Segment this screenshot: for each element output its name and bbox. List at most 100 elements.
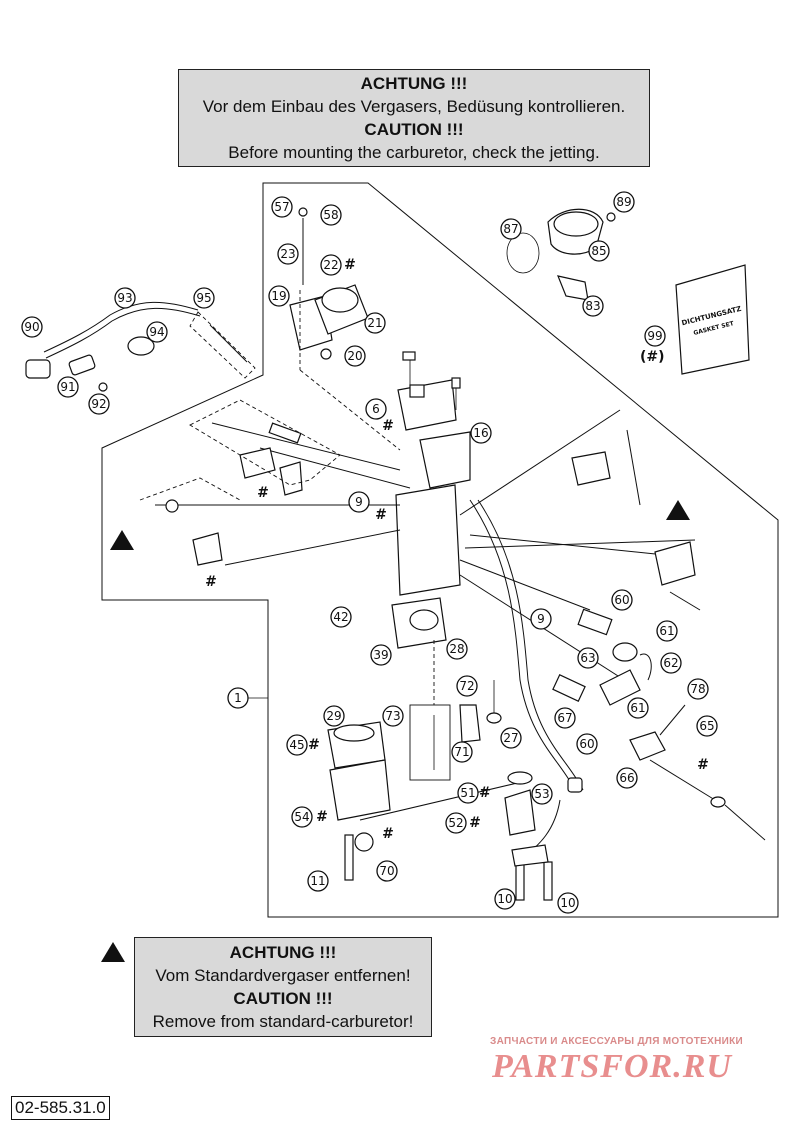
callout-9-upper[interactable]: 9 — [348, 491, 370, 513]
callout-89[interactable]: 89 — [613, 191, 635, 213]
callout-71[interactable]: 71 — [451, 741, 473, 763]
svg-text:85: 85 — [591, 244, 606, 258]
callout-54[interactable]: 54 — [291, 806, 313, 828]
callout-53[interactable]: 53 — [531, 783, 553, 805]
callout-6[interactable]: 6 — [365, 398, 387, 420]
throttle-cable-group — [25, 301, 256, 392]
callout-87[interactable]: 87 — [500, 218, 522, 240]
callout-28[interactable]: 28 — [446, 638, 468, 660]
svg-text:93: 93 — [117, 291, 132, 305]
svg-text:29: 29 — [326, 709, 341, 723]
callout-99[interactable]: 99 — [644, 325, 666, 347]
callout-60-upper[interactable]: 60 — [611, 589, 633, 611]
watermark-logo: PARTSFOR.RU — [492, 1048, 732, 1085]
callout-29[interactable]: 29 — [323, 705, 345, 727]
notice-top-heading-de: ACHTUNG !!! — [360, 74, 468, 93]
hash-marker: # — [697, 757, 709, 773]
assembly-outline — [101, 182, 779, 918]
callout-66[interactable]: 66 — [616, 767, 638, 789]
callout-73[interactable]: 73 — [382, 705, 404, 727]
svg-text:70: 70 — [379, 864, 394, 878]
callout-61-upper[interactable]: 61 — [656, 620, 678, 642]
callout-91[interactable]: 91 — [57, 376, 79, 398]
svg-text:65: 65 — [699, 719, 714, 733]
callout-63[interactable]: 63 — [577, 647, 599, 669]
top-cover-group — [289, 207, 369, 360]
callout-93[interactable]: 93 — [114, 287, 136, 309]
svg-text:10: 10 — [560, 896, 575, 910]
gasket-set-marker: (#) — [640, 349, 665, 365]
callout-83[interactable]: 83 — [582, 295, 604, 317]
callout-92[interactable]: 92 — [88, 393, 110, 415]
callout-62[interactable]: 62 — [660, 652, 682, 674]
callout-21[interactable]: 21 — [364, 312, 386, 334]
svg-text:60: 60 — [614, 593, 629, 607]
callout-20[interactable]: 20 — [344, 345, 366, 367]
callout-60-lower[interactable]: 60 — [576, 733, 598, 755]
svg-text:73: 73 — [385, 709, 400, 723]
svg-text:52: 52 — [448, 816, 463, 830]
warning-triangle-bottom — [101, 942, 125, 962]
callout-94[interactable]: 94 — [146, 321, 168, 343]
callout-10-right[interactable]: 10 — [557, 892, 579, 914]
hash-marker: # — [382, 418, 394, 434]
svg-text:61: 61 — [630, 701, 645, 715]
notice-top-text-de: Vor dem Einbau des Vergasers, Bedüsung k… — [202, 97, 626, 116]
callout-61-lower[interactable]: 61 — [627, 697, 649, 719]
callout-72[interactable]: 72 — [456, 675, 478, 697]
carburetor-body — [391, 351, 471, 649]
callout-78[interactable]: 78 — [687, 678, 709, 700]
callout-10-left[interactable]: 10 — [494, 888, 516, 910]
callout-95[interactable]: 95 — [193, 287, 215, 309]
callout-45[interactable]: 45 — [286, 734, 308, 756]
svg-text:60: 60 — [579, 737, 594, 751]
choke-linkage-group — [139, 399, 341, 566]
warning-triangle-left — [110, 530, 134, 550]
notice-bottom-text-de: Vom Standardvergaser entfernen! — [155, 966, 411, 985]
callout-27[interactable]: 27 — [500, 727, 522, 749]
svg-text:72: 72 — [459, 679, 474, 693]
svg-text:66: 66 — [619, 771, 634, 785]
callout-1[interactable]: 1 — [227, 687, 249, 709]
svg-text:87: 87 — [503, 222, 518, 236]
callout-57[interactable]: 57 — [271, 196, 293, 218]
svg-text:27: 27 — [503, 731, 518, 745]
svg-text:95: 95 — [196, 291, 211, 305]
svg-text:28: 28 — [449, 642, 464, 656]
svg-text:63: 63 — [580, 651, 595, 665]
callout-22[interactable]: 22 — [320, 254, 342, 276]
linkage-lines — [155, 409, 696, 861]
svg-text:61: 61 — [659, 624, 674, 638]
svg-text:10: 10 — [497, 892, 512, 906]
hash-marker: # — [382, 826, 394, 842]
svg-text:23: 23 — [280, 247, 295, 261]
hash-marker: # — [308, 737, 320, 753]
svg-text:94: 94 — [149, 325, 164, 339]
svg-text:42: 42 — [333, 610, 348, 624]
callout-65[interactable]: 65 — [696, 715, 718, 737]
callout-70[interactable]: 70 — [376, 860, 398, 882]
svg-text:57: 57 — [274, 200, 289, 214]
warning-triangle-right — [666, 500, 690, 520]
callout-9-lower[interactable]: 9 — [530, 608, 552, 630]
callout-39[interactable]: 39 — [370, 644, 392, 666]
callout-19[interactable]: 19 — [268, 285, 290, 307]
svg-text:11: 11 — [310, 874, 325, 888]
float-bowl-group — [327, 680, 583, 901]
callout-23[interactable]: 23 — [277, 243, 299, 265]
callout-16[interactable]: 16 — [470, 422, 492, 444]
notice-top-text-en: Before mounting the carburetor, check th… — [228, 143, 600, 162]
callout-11[interactable]: 11 — [307, 870, 329, 892]
svg-text:90: 90 — [24, 320, 39, 334]
callout-52[interactable]: 52 — [445, 812, 467, 834]
callout-42[interactable]: 42 — [330, 606, 352, 628]
svg-text:91: 91 — [60, 380, 75, 394]
callout-67[interactable]: 67 — [554, 707, 576, 729]
hash-marker: # — [344, 257, 356, 273]
svg-text:89: 89 — [616, 195, 631, 209]
callout-85[interactable]: 85 — [588, 240, 610, 262]
callout-90[interactable]: 90 — [21, 316, 43, 338]
callout-51[interactable]: 51 — [457, 782, 479, 804]
callout-58[interactable]: 58 — [320, 204, 342, 226]
